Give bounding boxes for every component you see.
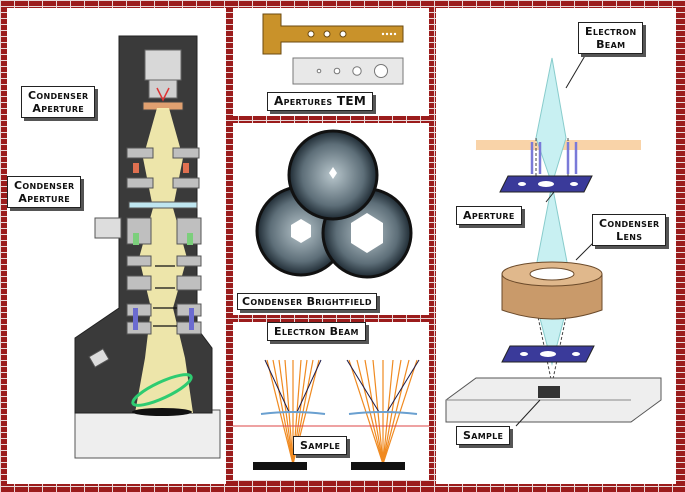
beam-schematic-panel: Electron Beam Aperture Condenser Lens Sa…: [436, 8, 676, 484]
iris-diaphragms-drawing: [255, 129, 413, 279]
sample-label-mid: Sample: [293, 436, 348, 455]
ray-diagram-drawing: [233, 359, 429, 470]
column-base: [74, 409, 221, 459]
electron-gun: [144, 49, 182, 81]
tem-column-drawing: [74, 35, 221, 459]
aperture-strip-gold: [262, 13, 404, 55]
condenser-aperture-label-mid: Condenser Aperture: [7, 176, 82, 208]
sample-right-mid: [351, 462, 405, 470]
aperture-strips-drawing: [262, 13, 404, 85]
viewing-port: [88, 348, 110, 368]
condenser-lens-label: Condenser Lens: [592, 214, 667, 246]
condenser-aperture-label-top: Condenser Aperture: [21, 86, 96, 118]
aperture-plate: [128, 201, 198, 209]
apertures-tem-panel: Apertures TEM: [233, 8, 429, 116]
electron-beam-label-mid: Electron Beam: [267, 322, 366, 341]
apertures-tem-label: Apertures TEM: [267, 92, 374, 111]
sample-left: [253, 462, 307, 470]
condenser-brightfield-panel: Condenser Brightfield: [233, 123, 429, 315]
condenser-brightfield-label: Condenser Brightfield: [237, 293, 377, 310]
sample-label-right: Sample: [456, 426, 511, 445]
beam-schematic-drawing: [445, 53, 662, 427]
sample-block: [538, 386, 560, 398]
tem-column-panel: Condenser Aperture Condenser Aperture: [7, 8, 226, 484]
side-port: [94, 217, 122, 239]
filament: [156, 87, 170, 102]
specimen-holder: [131, 373, 193, 407]
ray-diagram-panel: Electron Beam Sample: [233, 322, 429, 480]
aperture-label-right: Aperture: [456, 206, 522, 225]
electron-beam-label-right: Electron Beam: [578, 22, 644, 54]
